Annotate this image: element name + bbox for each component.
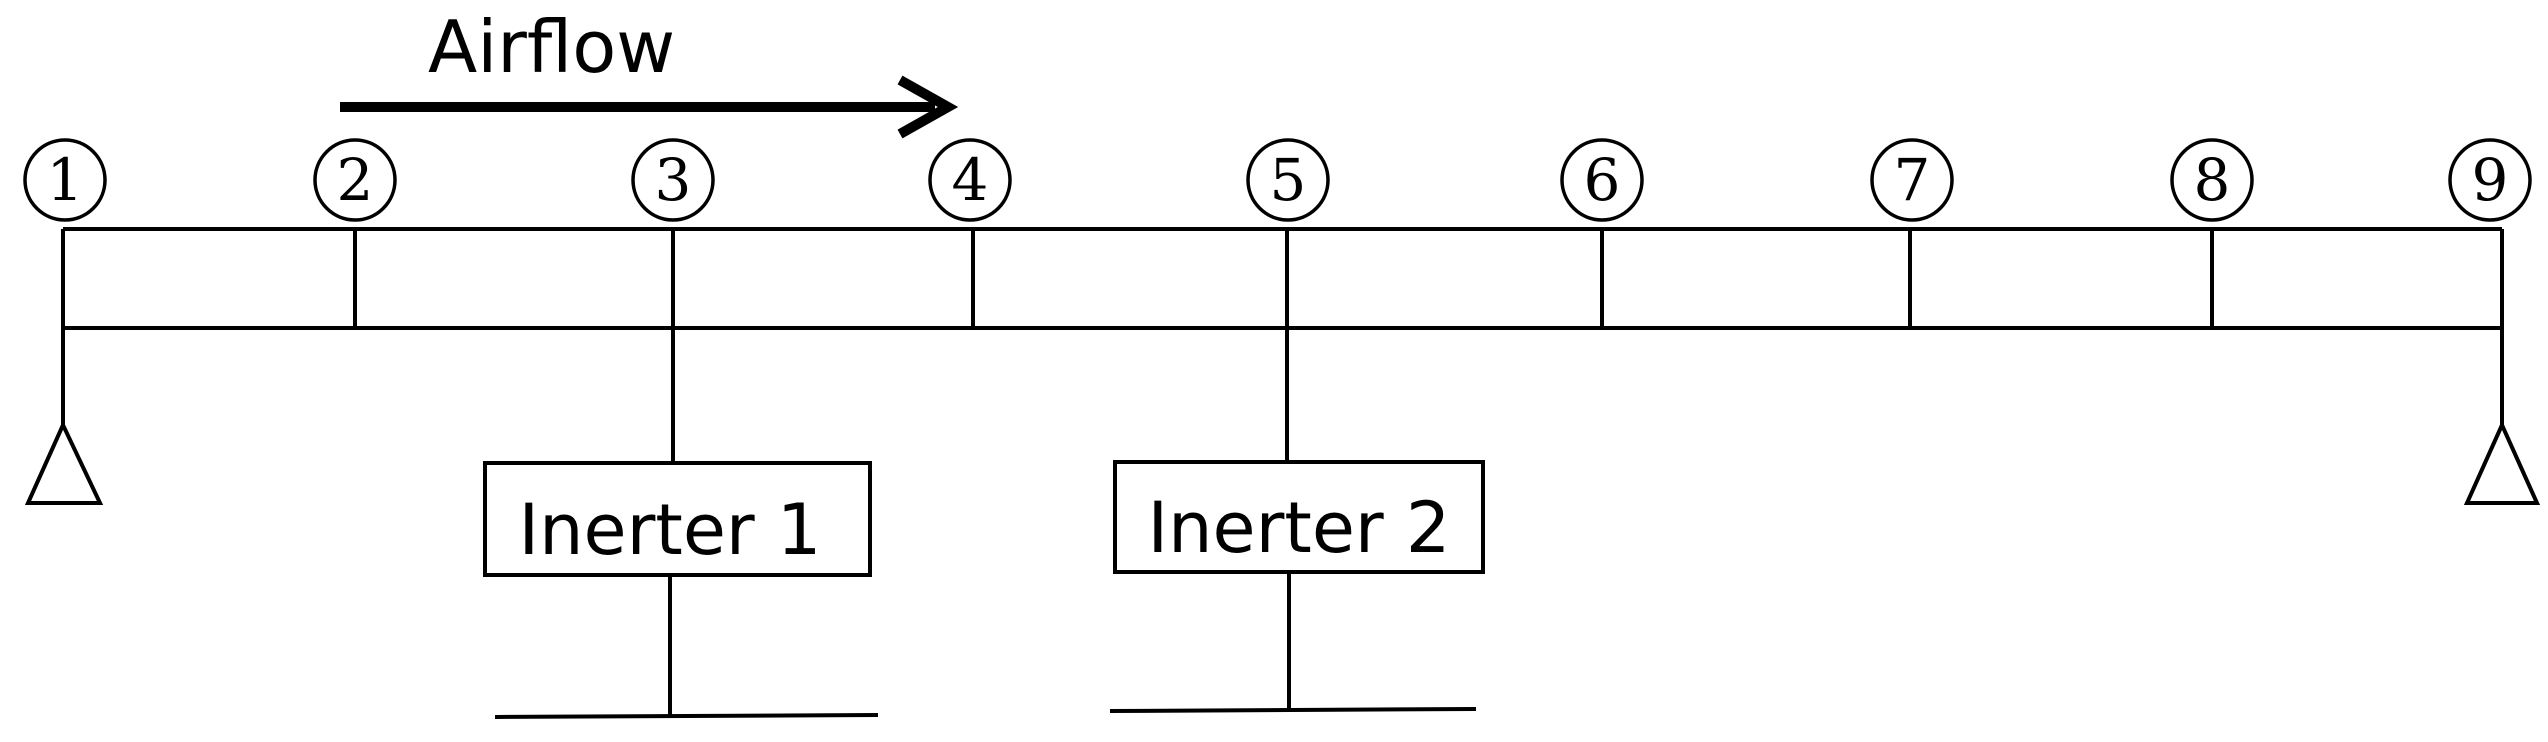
inerter-1-ground	[494, 713, 879, 719]
node-marker-7: 7	[1870, 138, 1954, 222]
node-label-9: 9	[2472, 146, 2509, 214]
node-marker-5: 5	[1246, 138, 1330, 222]
inerter-2: Inerter 2	[1109, 328, 1485, 713]
inerter-2-box	[1113, 460, 1485, 574]
node-label-8: 8	[2194, 146, 2231, 214]
airflow-label: Airflow	[428, 5, 675, 89]
inerter-1: Inerter 1	[483, 328, 879, 719]
support-right	[2463, 328, 2541, 505]
airflow-arrow-icon	[340, 75, 959, 139]
node-marker-1: 1	[23, 138, 107, 222]
beam-verticals	[61, 229, 2504, 328]
node-markers: 1 2 3 4 5 6 7 8	[23, 138, 2532, 222]
node-label-7: 7	[1894, 146, 1931, 214]
node-marker-2: 2	[313, 138, 397, 222]
inerter-1-label: Inerter 1	[519, 489, 822, 571]
node-label-5: 5	[1270, 146, 1307, 214]
node-label-2: 2	[337, 146, 374, 214]
pin-support-right-icon	[2463, 420, 2541, 505]
node-label-6: 6	[1584, 146, 1621, 214]
node-marker-4: 4	[928, 138, 1012, 222]
inerter-2-ground	[1109, 707, 1477, 713]
node-marker-9: 9	[2448, 138, 2532, 222]
node-marker-3: 3	[631, 138, 715, 222]
node-marker-6: 6	[1560, 138, 1644, 222]
node-label-1: 1	[47, 146, 84, 214]
support-left	[24, 328, 104, 505]
node-label-3: 3	[655, 146, 692, 214]
pin-support-left-icon	[24, 420, 104, 505]
inerter-2-label: Inerter 2	[1148, 487, 1451, 569]
node-label-4: 4	[952, 146, 989, 214]
node-marker-8: 8	[2170, 138, 2254, 222]
inerter-1-box	[483, 461, 872, 577]
